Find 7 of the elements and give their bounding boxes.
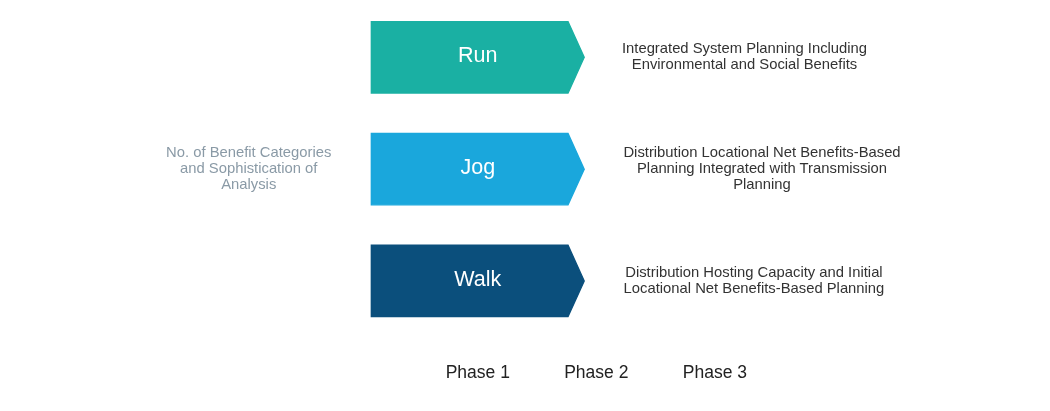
label: Phase 3 xyxy=(682,361,747,382)
node-label: Distribution Locational Net Benefits-Based Planning Integrated with Transmission Planning xyxy=(623,143,901,193)
label: Phase 1 xyxy=(445,361,510,382)
node-label: Integrated System Planning Including Environmental and Social Benefits xyxy=(621,40,868,73)
label: No. of Benefit Categories and Sophistication of Analysis xyxy=(166,143,332,193)
node-label: Distribution Hosting Capacity and Initial Locational Net Benefits-Based Planning xyxy=(623,263,885,296)
label: Phase 2 xyxy=(564,361,629,382)
